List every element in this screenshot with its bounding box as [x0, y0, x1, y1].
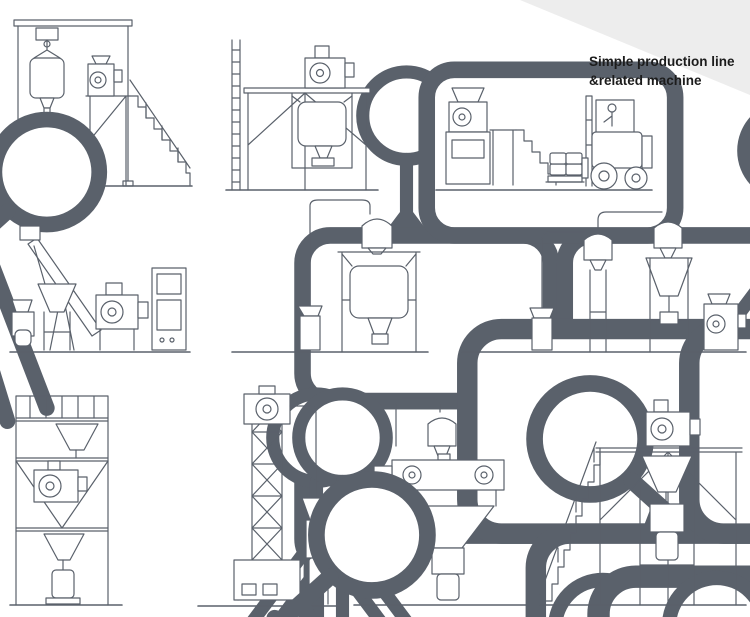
bagging-machine-icon: [431, 547, 465, 601]
diagram-double-vacuum-conveyor-hopper-sieve-line: [461, 211, 750, 617]
diagram-screw-conveyor-mixer-cabinet-line: [9, 225, 191, 353]
elevator-tower-icon: [233, 385, 301, 601]
diagram-multi-floor-mixing-bagging-tower: [9, 393, 409, 617]
gantry-top-beam: [13, 19, 133, 27]
vacuum-pipe-icon: [395, 397, 441, 447]
mixer-icon: [304, 45, 355, 89]
page-title-line1: Simple production line: [589, 54, 735, 69]
bagging-machine-icon: [11, 299, 35, 347]
diagram-vacuum-conveyor-big-bag-filling: [231, 199, 750, 617]
driver-icon: [607, 103, 617, 113]
vacuum-pipe-icon: [541, 231, 585, 309]
corner-shade: [520, 0, 750, 95]
cone-hopper-icon: [55, 423, 99, 459]
mixer-icon: [95, 282, 149, 351]
diagram-hopper-machine-and-forklift: [435, 87, 750, 556]
forklift-icon: [545, 95, 653, 190]
ladder-icon: [231, 39, 241, 191]
cone-hopper-icon: [37, 283, 77, 351]
feeder-hopper-icon: [529, 307, 555, 351]
vacuum-receiver-icon: [583, 233, 613, 353]
control-cabinet-icon: [151, 267, 187, 351]
hoist-trolley-icon: [35, 27, 59, 41]
mixer-icon: [645, 399, 701, 447]
discharge-bagging-icon: [639, 451, 695, 606]
diagram-mezzanine-mixer-big-bag-unloader: [0, 39, 750, 568]
page-title-line2: &related machine: [589, 72, 702, 88]
feeder-hopper-icon: [297, 305, 323, 351]
discharge-pipe-icon: [289, 405, 317, 499]
mixer-icon: [33, 460, 88, 503]
sieve-machine-icon: [703, 293, 747, 351]
stairs-icon: [129, 95, 191, 186]
page-title: Simple production line &related machine: [589, 53, 747, 91]
discharge-bagging-icon: [43, 533, 85, 605]
platform-mixer-icon: [87, 55, 123, 97]
cone-hopper-frame-icon: [645, 257, 693, 353]
hopper-mixer-cabinet-icon: [445, 87, 491, 185]
diagram-platform-mixer-hopper-bagging-line: [149, 399, 747, 617]
pallet-bags-icon: [547, 152, 583, 183]
big-bag-icon: [29, 57, 65, 99]
stairs-icon: [545, 447, 601, 602]
mezzanine-floor: [243, 87, 371, 94]
vacuum-pipe-icon: [309, 199, 371, 307]
vacuum-pipe-icon: [597, 211, 663, 229]
big-bag-station-icon: [291, 92, 353, 169]
big-bag-frame-icon: [337, 251, 421, 353]
